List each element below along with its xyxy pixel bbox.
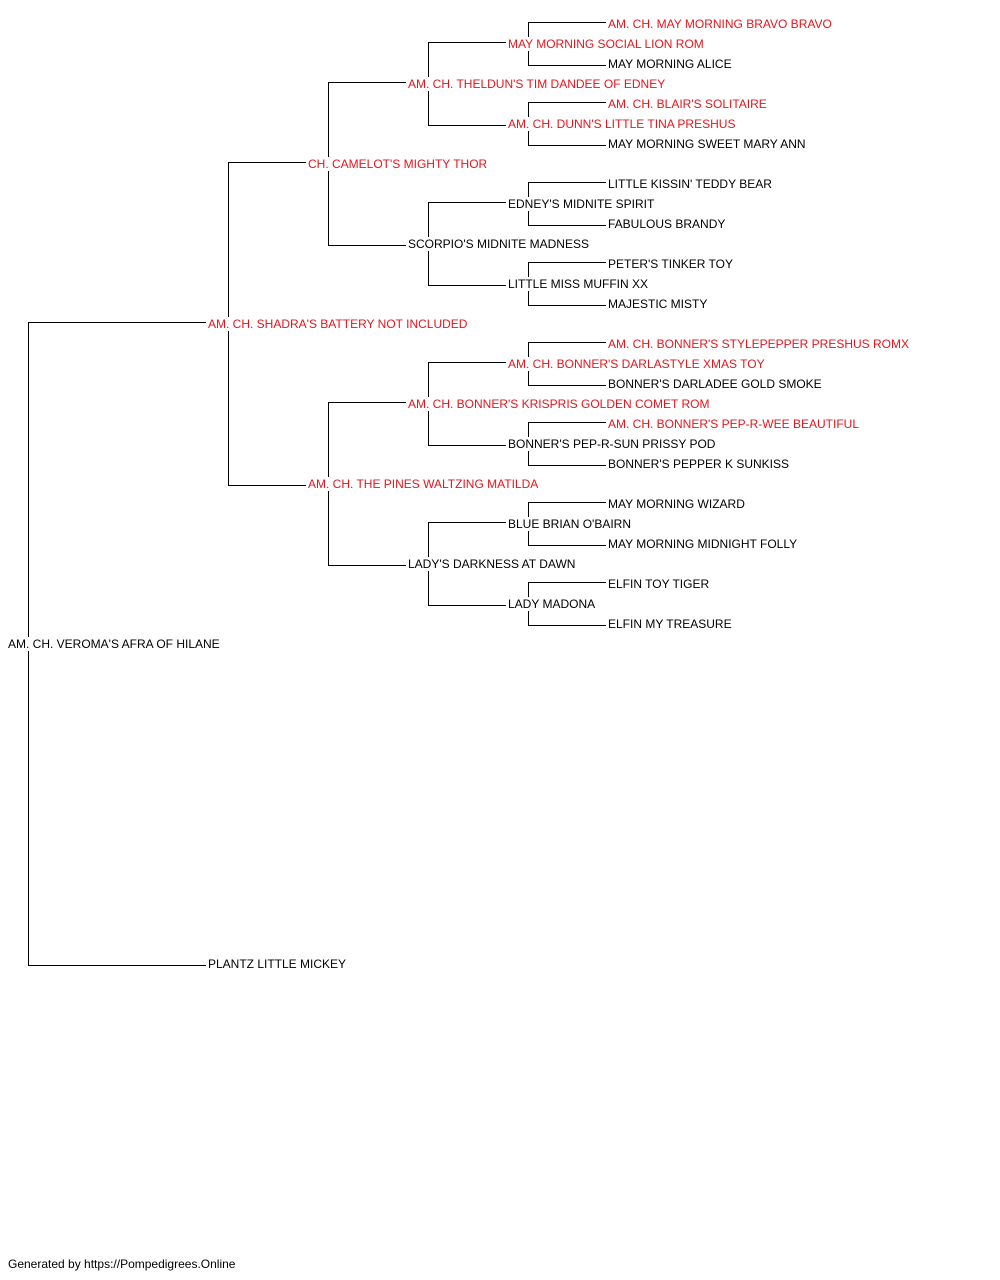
gen4-node: MAY MORNING SOCIAL LION ROM xyxy=(508,37,706,51)
gen5-node: PETER'S TINKER TOY xyxy=(608,257,735,271)
sire-name: AM. CH. SHADRA'S BATTERY NOT INCLUDED xyxy=(208,317,470,331)
gen5-node: FABULOUS BRANDY xyxy=(608,217,728,231)
gen4-node: LITTLE MISS MUFFIN XX xyxy=(508,277,651,291)
gen4-node: AM. CH. DUNN'S LITTLE TINA PRESHUS xyxy=(508,117,738,131)
gen5-node: MAY MORNING MIDNIGHT FOLLY xyxy=(608,537,800,551)
sire-sire-sire-name: AM. CH. THELDUN'S TIM DANDEE OF EDNEY xyxy=(408,77,668,91)
gen4-node: AM. CH. BONNER'S DARLASTYLE XMAS TOY xyxy=(508,357,767,371)
sire-sire-name: CH. CAMELOT'S MIGHTY THOR xyxy=(308,157,490,171)
dam-name: PLANTZ LITTLE MICKEY xyxy=(208,957,349,971)
gen5-node: MAY MORNING WIZARD xyxy=(608,497,747,511)
gen4-node: LADY MADONA xyxy=(508,597,598,611)
gen5-node: BONNER'S PEPPER K SUNKISS xyxy=(608,457,792,471)
gen5-node: ELFIN TOY TIGER xyxy=(608,577,712,591)
gen5-node: AM. CH. BLAIR'S SOLITAIRE xyxy=(608,97,769,111)
gen5-node: BONNER'S DARLADEE GOLD SMOKE xyxy=(608,377,824,391)
sire-dam-dam-name: LADY'S DARKNESS AT DAWN xyxy=(408,557,578,571)
sire-sire-dam-name: SCORPIO'S MIDNITE MADNESS xyxy=(408,237,591,251)
sire-dam-name: AM. CH. THE PINES WALTZING MATILDA xyxy=(308,477,541,491)
gen5-node: ELFIN MY TREASURE xyxy=(608,617,734,631)
gen5-node: MAY MORNING ALICE xyxy=(608,57,734,71)
sire-dam-sire-name: AM. CH. BONNER'S KRISPRIS GOLDEN COMET R… xyxy=(408,397,712,411)
gen5-node: AM. CH. MAY MORNING BRAVO BRAVO xyxy=(608,17,834,31)
gen5-node: LITTLE KISSIN' TEDDY BEAR xyxy=(608,177,774,191)
gen5-node: AM. CH. BONNER'S STYLEPEPPER PRESHUS ROM… xyxy=(608,337,912,351)
generated-by-footer: Generated by https://Pompedigrees.Online xyxy=(8,1257,236,1271)
gen5-node: AM. CH. BONNER'S PEP-R-WEE BEAUTIFUL xyxy=(608,417,861,431)
gen5-node: MAJESTIC MISTY xyxy=(608,297,710,311)
subject-name: AM. CH. VEROMA'S AFRA OF HILANE xyxy=(8,637,222,651)
gen4-node: EDNEY'S MIDNITE SPIRIT xyxy=(508,197,657,211)
gen4-node: BLUE BRIAN O'BAIRN xyxy=(508,517,633,531)
gen5-node: MAY MORNING SWEET MARY ANN xyxy=(608,137,808,151)
gen4-node: BONNER'S PEP-R-SUN PRISSY POD xyxy=(508,437,718,451)
